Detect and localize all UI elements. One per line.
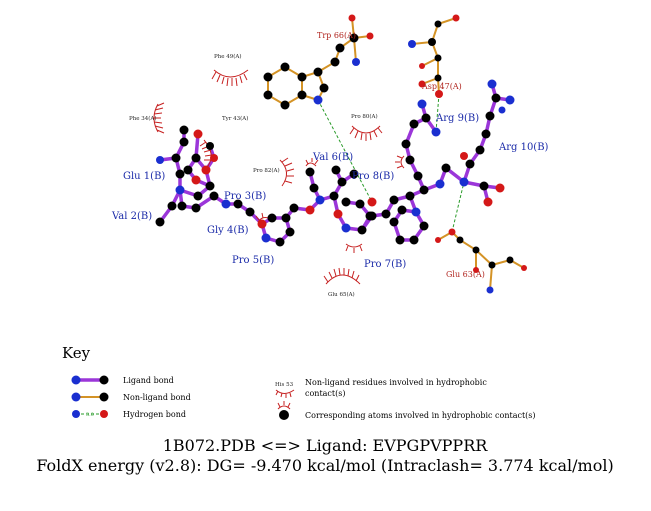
label-pro3: Pro 3(B) [224, 191, 266, 202]
label-arg10: Arg 10(B) [498, 142, 549, 153]
pro80-arc [349, 125, 383, 141]
key-ligand-bond-label: Ligand bond [123, 376, 174, 385]
hydrogen-bonds [317, 93, 465, 233]
atom-hydrophobic-spokes [255, 155, 405, 253]
phe49-arc [211, 69, 249, 87]
ligand-bonds [158, 82, 512, 244]
glu63-chain [451, 231, 525, 269]
key-example-residue: His 53 [275, 382, 294, 388]
atoms [155, 14, 527, 294]
label-pro5: Pro 5(B) [232, 255, 274, 266]
label-tyr43: Tyr 43(A) [222, 115, 248, 122]
pro82-arc [279, 157, 295, 187]
key-hbond-distance: 3.0 [86, 412, 94, 418]
key-hydrogen-bond: 3.0 Hydrogen bond [72, 410, 186, 419]
label-arg9: Arg 9(B) [435, 113, 479, 124]
key-nonligand-residues-line1: Non-ligand residues involved in hydropho… [305, 378, 487, 387]
asp47-chain [411, 17, 457, 45]
label-glu63: Glu 63(A) [446, 270, 485, 279]
backbone3 [284, 198, 322, 220]
caption-line2: FoldX energy (v2.8): DG= -9.470 kcal/mol… [36, 456, 613, 475]
key-corresponding-atoms-label: Corresponding atoms involved in hydropho… [305, 411, 536, 420]
label-pro8: Pro 8(B) [352, 171, 394, 182]
key-corresponding-atoms: Corresponding atoms involved in hydropho… [277, 401, 536, 420]
hbond-asp47-arg9 [435, 93, 440, 133]
label-val6: Val 6(B) [312, 152, 353, 163]
hbond-glu63-arg10 [451, 181, 465, 233]
label-glu65: Glu 65(A) [328, 291, 355, 298]
glu1-ring [186, 156, 212, 188]
label-pro80: Pro 80(A) [351, 113, 378, 120]
glu63-n [489, 264, 493, 291]
key-nonligand-bond-label: Non-ligand bond [123, 393, 191, 402]
trp66-ring [267, 65, 303, 107]
label-asp47: Asp 47(A) [421, 82, 462, 91]
hydrophobic-arcs [153, 69, 405, 285]
glu65-arc [323, 267, 361, 285]
nonligand-bonds [267, 17, 525, 291]
hbond-trp66-pro8 [317, 99, 373, 203]
residue-labels: Val 2(B) Glu 1(B) Pro 3(B) Gly 4(B) Pro … [111, 31, 549, 298]
val6-chain2 [318, 168, 344, 202]
label-glu1: Glu 1(B) [123, 171, 165, 182]
key-nonligand-residues-line2: contact(s) [305, 389, 345, 398]
key-hydrophobic-residue: His 53 Non-ligand residues involved in h… [275, 378, 487, 398]
phe34-arc [153, 102, 165, 134]
tyr43-arc [199, 139, 213, 167]
backbone6 [408, 166, 448, 198]
key-title: Key [62, 344, 91, 362]
label-gly4: Gly 4(B) [207, 225, 249, 236]
backbone4 [360, 198, 396, 232]
label-pro82: Pro 82(A) [253, 167, 280, 174]
label-val2: Val 2(B) [111, 211, 152, 222]
label-pro7: Pro 7(B) [364, 259, 406, 270]
asp47-chain2 [431, 41, 440, 95]
key-nonligand-bond: Non-ligand bond [71, 392, 191, 402]
key-hydrogen-bond-label: Hydrogen bond [123, 410, 186, 419]
caption: 1B072.PDB <=> Ligand: EVPGPVPPRR FoldX e… [36, 436, 613, 475]
label-trp66: Trp 66(A) [317, 31, 356, 40]
key-ligand-bond: Ligand bond [71, 375, 174, 385]
key: Key Ligand bond Non-ligand bond 3.0 Hydr… [62, 344, 536, 420]
arg10-chain [444, 166, 490, 204]
label-phe49: Phe 49(A) [214, 53, 242, 60]
label-phe34: Phe 34(A) [129, 115, 157, 122]
caption-line1: 1B072.PDB <=> Ligand: EVPGPVPPRR [163, 436, 489, 455]
